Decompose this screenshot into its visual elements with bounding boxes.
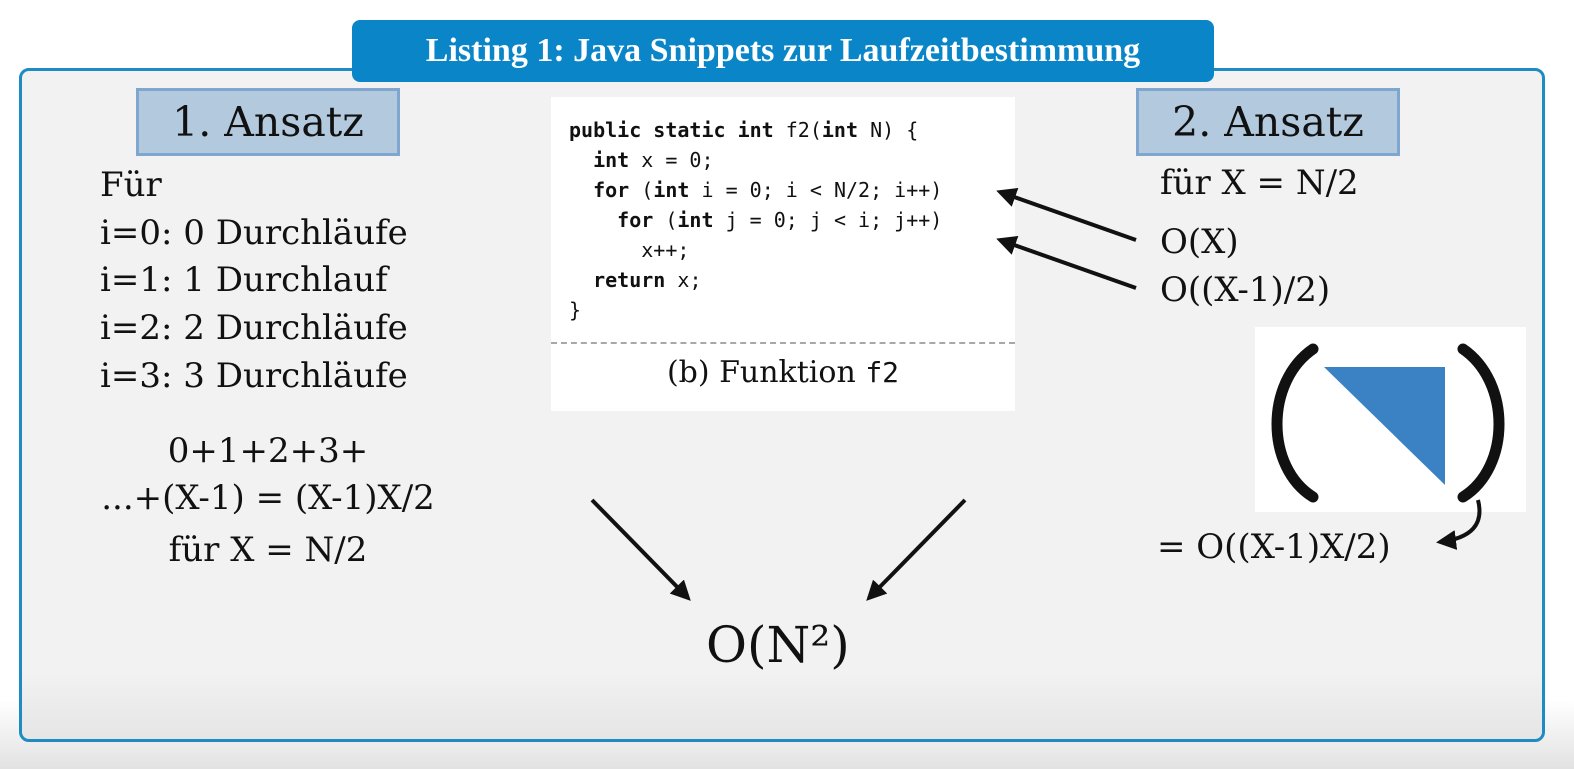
caption-function-name: f2: [865, 356, 900, 389]
java-code: public static int f2(int N) { int x = 0;…: [569, 115, 942, 325]
code-keyword: int: [653, 178, 690, 202]
code-keyword: static: [653, 118, 726, 142]
arrow-outer-loop-icon: [996, 187, 1137, 242]
left-paren-icon: [1271, 343, 1319, 503]
code-line: x++;: [641, 238, 690, 262]
code-listing-panel: public static int f2(int N) { int x = 0;…: [551, 97, 1015, 411]
code-keyword: return: [593, 268, 666, 292]
ansatz-2-label: 2. Ansatz: [1136, 88, 1400, 156]
triangle-panel: [1255, 327, 1526, 512]
arrow-inner-loop-icon: [996, 235, 1137, 290]
caption-prefix: (b) Funktion: [666, 355, 866, 390]
code-line: for (int i = 0; i < N/2; i++): [593, 178, 943, 202]
code-line: }: [569, 298, 582, 322]
code-keyword: int: [677, 208, 714, 232]
sum-line-0: 0+1+2+3+: [167, 431, 369, 471]
code-keyword: int: [821, 118, 859, 142]
sum-line-2: für X = N/2: [168, 530, 368, 570]
code-line: return x;: [593, 268, 702, 292]
ansatz-1-line-0: Für: [100, 165, 162, 205]
code-keyword: for: [617, 208, 654, 232]
outer-loop-complexity: O(X): [1160, 222, 1239, 262]
inner-loop-complexity: O((X-1)/2): [1160, 270, 1331, 310]
arrow-left-to-result-icon: [590, 498, 691, 601]
ansatz-1-line-2: i=1: 1 Durchlauf: [100, 260, 388, 300]
code-line: for (int j = 0; j < i; j++): [617, 208, 943, 232]
curved-arrow-icon: [1436, 499, 1482, 550]
code-line: int x = 0;: [593, 148, 714, 172]
code-line: public static int f2(int N) {: [569, 118, 919, 142]
sum-line-1: ...+(X-1) = (X-1)X/2: [101, 478, 435, 518]
code-caption: (b) Funktion f2: [551, 355, 1015, 390]
overall-complexity: O(N²): [706, 616, 850, 674]
ansatz-1-label: 1. Ansatz: [136, 88, 400, 156]
code-keyword: int: [593, 148, 630, 172]
caption-divider: [551, 342, 1015, 344]
code-keyword: for: [593, 178, 630, 202]
blue-right-triangle-icon: [1324, 367, 1445, 485]
arrow-right-to-result-icon: [866, 498, 967, 601]
ansatz-1-line-3: i=2: 2 Durchläufe: [100, 308, 408, 348]
ansatz-2-result: = O((X-1)X/2): [1157, 527, 1391, 567]
code-keyword: int: [737, 118, 774, 142]
right-paren-icon: [1457, 343, 1505, 503]
code-keyword: public: [569, 118, 642, 142]
triangle-figure: [1271, 343, 1505, 503]
ansatz-2-substitution: für X = N/2: [1160, 163, 1359, 203]
listing-title: Listing 1: Java Snippets zur Laufzeitbes…: [352, 20, 1214, 82]
ansatz-1-line-1: i=0: 0 Durchläufe: [100, 213, 408, 253]
ansatz-1-line-4: i=3: 3 Durchläufe: [100, 356, 408, 396]
